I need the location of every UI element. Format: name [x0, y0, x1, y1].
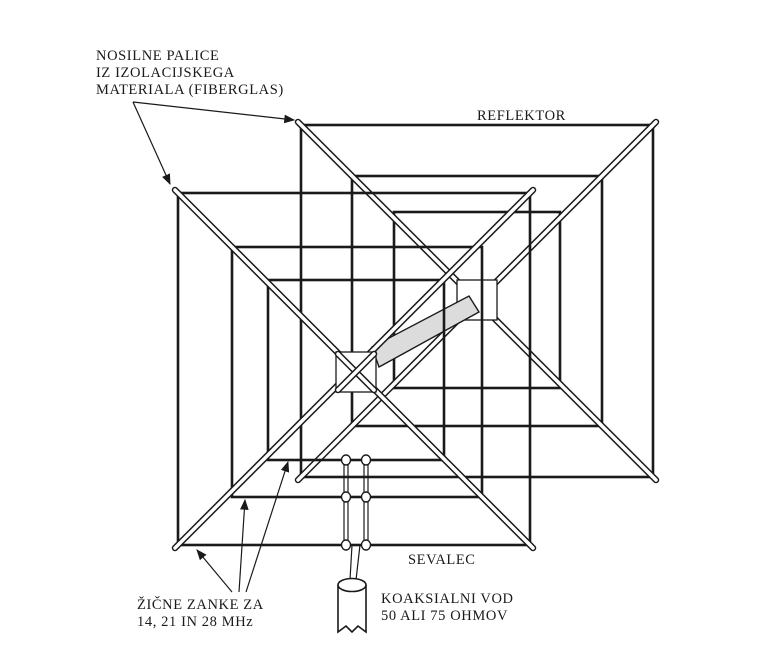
radiator-loop-21mhz — [230, 245, 484, 499]
label-wire-loops-line-1: ŽIČNE ZANKE ZA — [137, 596, 264, 613]
label-reflector: REFLEKTOR — [477, 108, 566, 124]
label-support-rods-line-3: MATERIALA (FIBERGLAS) — [96, 82, 284, 98]
arrow-to-reflector-rod — [132, 101, 296, 124]
label-coax-line-2: 50 ALI 75 OHMOV — [381, 608, 508, 624]
reflector-element — [294, 118, 660, 484]
insulator-pair-28mhz — [340, 454, 372, 466]
insulator-pair-14mhz — [340, 539, 372, 551]
feed-system — [337, 454, 372, 634]
coax-cable — [337, 577, 367, 634]
reflector-loop-28mhz — [392, 210, 562, 390]
arrow-to-loop-21mhz — [238, 498, 249, 593]
label-wire-loops-line-2: 14, 21 IN 28 MHz — [137, 614, 253, 630]
annotation-arrows — [132, 101, 296, 593]
boom — [371, 295, 480, 369]
arrow-to-radiator-rod — [132, 101, 171, 185]
label-coax: KOAKSIALNI VOD 50 ALI 75 OHMOV — [381, 591, 514, 624]
radiator-element — [171, 186, 537, 552]
label-support-rods: NOSILNE PALICE IZ IZOLACIJSKEGA MATERIAL… — [96, 48, 284, 98]
arrow-to-loop-28mhz — [245, 460, 290, 593]
label-radiator: SEVALEC — [408, 552, 476, 568]
label-support-rods-line-2: IZ IZOLACIJSKEGA — [96, 65, 235, 81]
reflector-loop-14mhz — [299, 123, 655, 479]
radiator-loop-28mhz — [266, 278, 446, 462]
reflector-loop-21mhz — [350, 174, 604, 428]
arrow-to-loop-14mhz — [196, 549, 233, 593]
insulator-pair-21mhz — [340, 491, 372, 503]
label-wire-loops: ŽIČNE ZANKE ZA 14, 21 IN 28 MHz — [137, 596, 264, 630]
radiator-loop-14mhz — [176, 191, 532, 547]
label-coax-line-1: KOAKSIALNI VOD — [381, 591, 514, 607]
label-support-rods-line-1: NOSILNE PALICE — [96, 48, 219, 64]
